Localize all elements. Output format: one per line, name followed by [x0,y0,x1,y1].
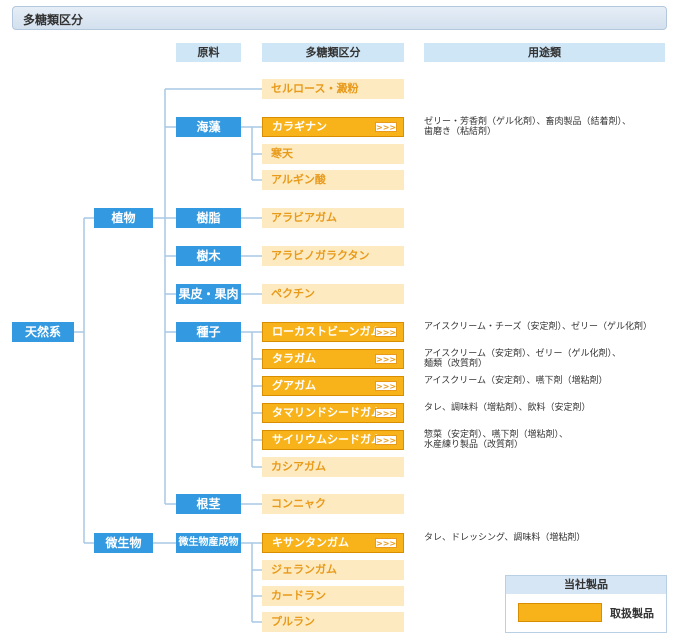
product-tamarind-seed-gum[interactable]: タマリンドシードガム>>> [262,403,404,423]
product-pectin: ペクチン [262,284,404,304]
product-psyllium-seed-gum[interactable]: サイリウムシードガム>>> [262,430,404,450]
arrow-link-icon[interactable]: >>> [375,538,397,548]
arrow-link-icon[interactable]: >>> [375,327,397,337]
category-plant: 植物 [94,208,153,228]
product-agar: 寒天 [262,144,404,164]
product-xanthan-gum[interactable]: キサンタンガム>>> [262,533,404,553]
arrow-link-icon[interactable]: >>> [375,435,397,445]
product-cassia-gum: カシアガム [262,457,404,477]
legend-swatch [518,603,602,622]
legend-title: 当社製品 [506,576,666,594]
material-wood: 樹木 [176,246,241,266]
product-gellan-gum: ジェランガム [262,560,404,580]
product-curdlan: カードラン [262,586,404,606]
product-pullulan: プルラン [262,612,404,632]
header-raw-material: 原料 [176,43,241,62]
product-alginic-acid: アルギン酸 [262,170,404,190]
category-microbe: 微生物 [94,533,153,553]
product-cellulose-starch: セルロース・澱粉 [262,79,404,99]
legend-label: 取扱製品 [610,607,654,620]
use-locust-bean-gum: アイスクリーム・チーズ（安定剤）、ゼリー（ゲル化剤） [424,322,653,332]
section-title: 多糖類区分 [23,13,84,27]
product-tara-gum[interactable]: タラガム>>> [262,349,404,369]
product-carrageenan[interactable]: カラギナン>>> [262,117,404,137]
header-polysaccharide: 多糖類区分 [262,43,404,62]
arrow-link-icon[interactable]: >>> [375,408,397,418]
arrow-link-icon[interactable]: >>> [375,354,397,364]
section-title-bar: 多糖類区分 [12,6,667,30]
product-gum-arabic: アラビアガム [262,208,404,228]
material-seaweed: 海藻 [176,117,241,137]
category-natural: 天然系 [12,322,74,342]
material-root: 根茎 [176,494,241,514]
material-microbial: 微生物産成物 [176,533,241,553]
use-xanthan-gum: タレ、ドレッシング、調味料（増粘剤） [424,533,586,543]
use-tamarind-seed-gum: タレ、調味料（増粘剤）、飲料（安定剤） [424,403,591,413]
use-tara-gum: アイスクリーム（安定剤）、ゼリー（ゲル化剤）、 麺類（改質剤） [424,349,622,369]
arrow-link-icon[interactable]: >>> [375,381,397,391]
product-arabinogalactan: アラビノガラクタン [262,246,404,266]
header-uses: 用途類 [424,43,665,62]
product-konjac: コンニャク [262,494,404,514]
use-guar-gum: アイスクリーム（安定剤）、嚥下剤（増粘剤） [424,376,608,386]
arrow-link-icon[interactable]: >>> [375,122,397,132]
product-guar-gum[interactable]: グアガム>>> [262,376,404,396]
product-locust-bean-gum[interactable]: ローカストビーンガム>>> [262,322,404,342]
material-seed: 種子 [176,322,241,342]
material-resin: 樹脂 [176,208,241,228]
legend: 当社製品 取扱製品 [505,575,667,633]
material-peel: 果皮・果肉 [176,284,241,304]
use-psyllium-seed-gum: 惣菜（安定剤）、嚥下剤（増粘剤）、 水産練り製品（改質剤） [424,430,569,450]
use-carrageenan: ゼリー・芳香剤（ゲル化剤）、畜肉製品（結着剤）、 歯磨き（粘結剤） [424,117,632,137]
